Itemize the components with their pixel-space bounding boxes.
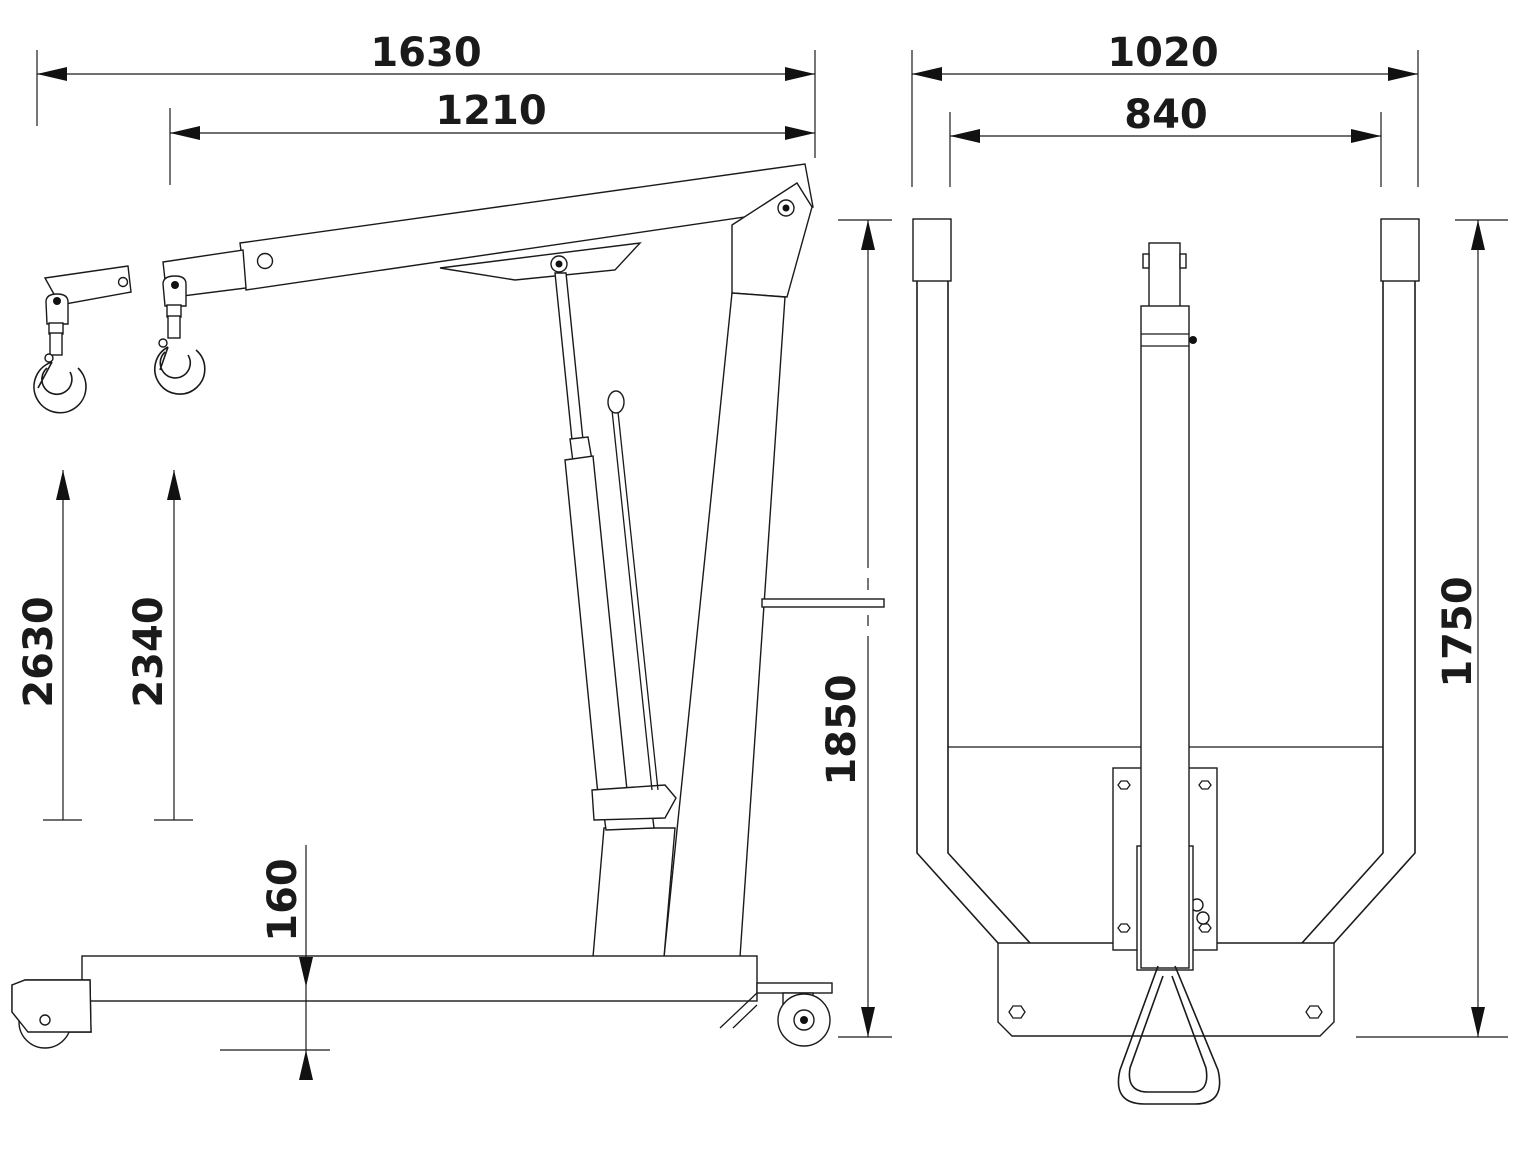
dim-1630: 1630 (36, 30, 816, 158)
front-view: 1020 840 1750 (911, 30, 1508, 1105)
front-left-leg (912, 218, 1031, 944)
hook-extended (33, 293, 87, 414)
dim-160: 160 (220, 845, 330, 1080)
dim-label-1750: 1750 (1435, 576, 1481, 687)
hydraulic-ram (554, 272, 677, 831)
dim-label-2630: 2630 (16, 596, 62, 707)
front-handle (1117, 965, 1221, 1105)
dim-label-1850: 1850 (819, 674, 865, 785)
dim-840: 840 (949, 92, 1382, 187)
front-mast (1140, 242, 1197, 969)
dim-label-1210: 1210 (435, 88, 546, 134)
mast (592, 182, 885, 958)
boom (43, 163, 814, 306)
dim-label-160: 160 (260, 858, 306, 942)
dim-2630: 2630 (16, 470, 82, 821)
dim-label-1020: 1020 (1107, 30, 1218, 76)
dim-label-2340: 2340 (126, 596, 172, 707)
front-right-leg (1301, 218, 1420, 944)
boom-pin-hole (256, 252, 274, 270)
dim-1020: 1020 (911, 30, 1419, 187)
pump-lever-knob (607, 390, 625, 414)
base-leg (11, 955, 833, 1049)
dim-1210: 1210 (169, 88, 815, 185)
hook-retracted (154, 275, 206, 395)
dim-label-840: 840 (1124, 92, 1208, 138)
front-base-plate (997, 942, 1335, 1037)
dim-1750: 1750 (1356, 219, 1508, 1038)
dim-2340: 2340 (126, 470, 193, 821)
dim-label-1630: 1630 (370, 30, 481, 76)
side-view: 1630 1210 2630 2340 (11, 30, 892, 1080)
dim-1850: 1850 (819, 219, 892, 1038)
